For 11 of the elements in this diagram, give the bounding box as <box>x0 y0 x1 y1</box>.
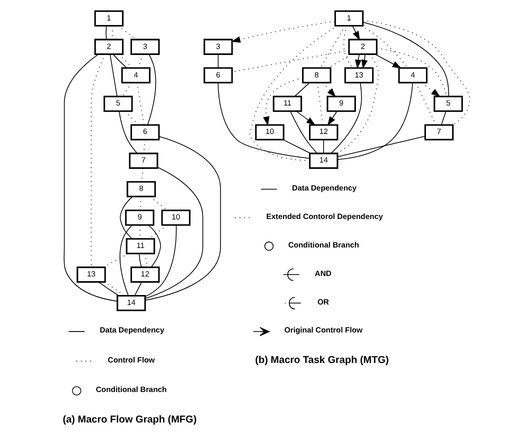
legend-label: AND <box>314 268 331 278</box>
legend-label: Extended Contorol Dependency <box>266 212 382 221</box>
label: (a) Macro Flow Graph (MFG) <box>62 414 196 426</box>
label: (b) Macro Task Graph (MTG) <box>254 355 388 366</box>
legend-label: Conditional Branch <box>95 384 166 394</box>
legend-label: Data Dependency <box>99 326 164 335</box>
legend-label: Conditional Branch <box>288 240 359 250</box>
legend-label: Data Dependency <box>292 183 356 192</box>
legend-label: Original Control Flow <box>284 326 362 335</box>
legend-label: Control Flow <box>107 355 154 364</box>
legend-label: OR <box>316 297 328 306</box>
